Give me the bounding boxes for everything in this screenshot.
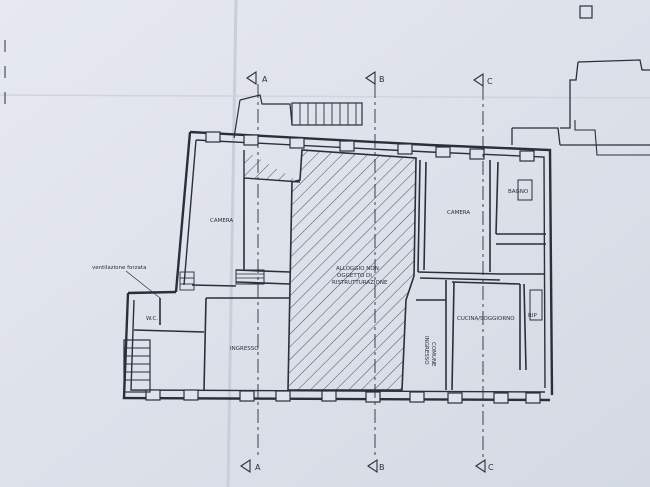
ventilation-leader [125,270,161,299]
ingresso-comune-line-2: COMUNE [430,342,436,367]
fold-line [0,94,650,99]
corner-mark [579,5,593,19]
ventilation-note: ventilazione forzata [92,265,146,271]
upper-wall [233,94,293,139]
interior-walls [133,159,546,391]
outer-walls-inner [130,139,546,393]
hatched-apartment [287,149,417,391]
neighbour-outline [574,120,650,156]
room-label-ingresso-comune: INGRESSO COMUNE [423,336,436,367]
section-marker-a-top: A [262,75,268,84]
window-piers-bottom [145,389,541,404]
section-marker-b-top: B [379,75,385,84]
upper-stair [291,102,363,126]
room-label-alloggio-1: ALLOGGIO NON [336,266,379,272]
room-label-camera-left: CAMERA [210,218,233,224]
wc-stair [179,271,195,291]
window-piers [205,131,535,162]
section-lines [257,84,484,458]
section-marker-b-bottom: B [379,463,385,472]
lower-stair [123,339,151,393]
section-marker-c-bottom: C [488,463,494,472]
room-label-wc: W.C. [146,316,158,322]
room-label-camera-right: CAMERA [447,210,470,216]
outer-walls [122,130,554,402]
neighbour-outline [511,127,650,146]
room-label-bagno: BAGNO [508,189,529,195]
section-marker-c-top: C [487,77,493,86]
ingresso-comune-line-1: INGRESSO [423,336,429,365]
bathroom-fixture [517,179,533,201]
room-label-cucina: CUCINA/SOGGIORNO [457,316,515,322]
section-marker-a-bottom: A [255,463,261,472]
fold-line [226,0,238,487]
room-label-alloggio-3: RISTRUTTURAZIONE [332,280,388,286]
room-label-alloggio-2: OGGETTO DI [337,273,372,279]
storage-box [529,289,543,321]
neighbour-outline [560,59,650,129]
room-label-ingresso: INGRESSO [230,346,259,352]
room-label-rip: RIP [528,313,537,319]
threshold [235,269,265,285]
section-arrows [240,70,486,474]
